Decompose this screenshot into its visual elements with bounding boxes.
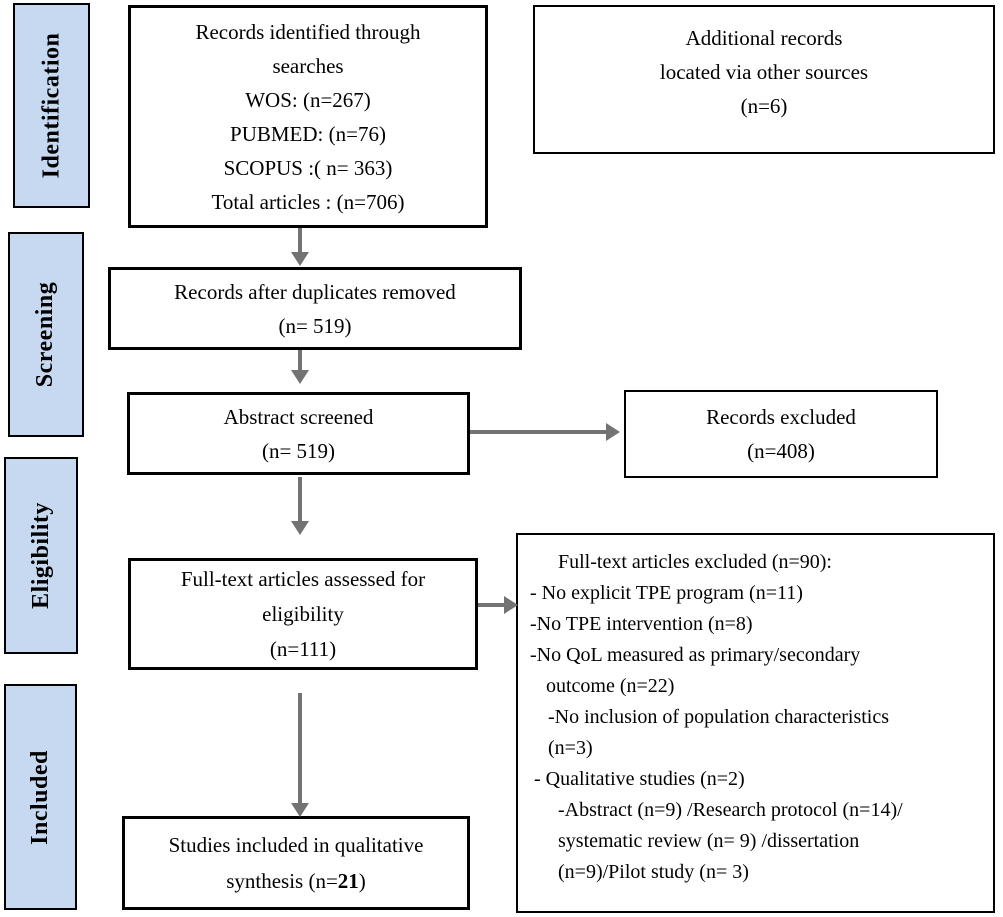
arrow-line-fulltext-to-included (298, 693, 302, 803)
stage-label-eligibility: Eligibility (27, 502, 54, 609)
studies-included-line2-post: ) (358, 869, 366, 893)
text-line: (n=111) (269, 636, 337, 661)
arrow-line-screened-to-fulltext (298, 477, 302, 521)
text-line: Total articles : (n=706) (211, 189, 405, 214)
text-line: Records after duplicates removed (174, 279, 456, 304)
text-line: outcome (n=22) (546, 675, 675, 697)
text-line: Additional records (685, 26, 843, 50)
text-line: systematic review (n= 9) /dissertation (558, 830, 860, 852)
text-line: (n=3) (548, 737, 593, 759)
arrowhead-down-icon (291, 370, 309, 384)
arrow-line-duplicates-to-screened (298, 350, 302, 370)
text-line: - Qualitative studies (n=2) (534, 768, 745, 790)
text-line: searches (272, 53, 344, 78)
studies-included-box: Studies included in qualitative synthesi… (122, 816, 470, 910)
arrowhead-right-icon (504, 596, 518, 614)
additional-records-box: Additional records located via other sour… (533, 5, 995, 154)
arrow-line-fulltext-to-excluded (478, 603, 504, 607)
text-line: -No TPE intervention (n=8) (530, 613, 753, 635)
arrowhead-down-icon (291, 521, 309, 535)
text-line: PUBMED: (n=76) (230, 121, 386, 146)
text-line: -No inclusion of population characterist… (548, 706, 890, 728)
arrowhead-down-icon (291, 252, 309, 266)
text-line: Full-text articles excluded (n=90): (558, 551, 832, 573)
stage-label-identification: Identification (38, 32, 65, 179)
text-line: eligibility (262, 601, 344, 626)
fulltext-assessed-box: Full-text articles assessed for eligibili… (128, 558, 478, 670)
text-line: Abstract screened (223, 404, 374, 429)
duplicates-removed-box: Records after duplicates removed (n= 519) (108, 267, 522, 350)
text-line: -Abstract (n=9) /Research protocol (n=14… (558, 799, 903, 821)
fulltext-excluded-box: Full-text articles excluded (n=90): - No … (516, 533, 995, 913)
text-line: WOS: (n=267) (245, 87, 371, 112)
text-line: Records identified through (195, 19, 421, 44)
text-line: (n=408) (747, 439, 815, 463)
text-line: (n= 519) (278, 313, 352, 338)
stage-label-included: Included (27, 749, 54, 845)
stage-box-included: Included (4, 684, 77, 910)
stage-label-screening: Screening (32, 281, 59, 388)
arrowhead-right-icon (606, 423, 620, 441)
text-line: located via other sources (659, 60, 869, 84)
text-line: (n= 519) (261, 438, 336, 463)
text-line: (n=6) (740, 94, 788, 118)
text-line: -No QoL measured as primary/secondary (530, 644, 861, 666)
studies-included-line2: synthesis (n=21) (125, 863, 467, 899)
text-line: Full-text articles assessed for (180, 566, 426, 591)
stage-box-identification: Identification (13, 3, 90, 208)
stage-box-screening: Screening (8, 232, 84, 437)
studies-included-line1: Studies included in qualitative (168, 833, 424, 857)
studies-included-line2-pre: synthesis (n= (226, 869, 338, 893)
stage-box-eligibility: Eligibility (4, 457, 78, 654)
arrowhead-down-icon (291, 803, 309, 817)
abstract-screened-box: Abstract screened (n= 519) (127, 392, 470, 475)
text-line: - No explicit TPE program (n=11) (530, 582, 803, 604)
text-line: (n=9)/Pilot study (n= 3) (558, 861, 749, 883)
records-excluded-box: Records excluded (n=408) (624, 390, 938, 478)
arrow-line-screened-to-excluded (470, 430, 606, 434)
text-line: Records excluded (706, 405, 856, 429)
studies-included-count: 21 (337, 869, 359, 893)
arrow-line-identified-to-duplicates (298, 228, 302, 252)
text-line: SCOPUS :( n= 363) (223, 155, 393, 180)
